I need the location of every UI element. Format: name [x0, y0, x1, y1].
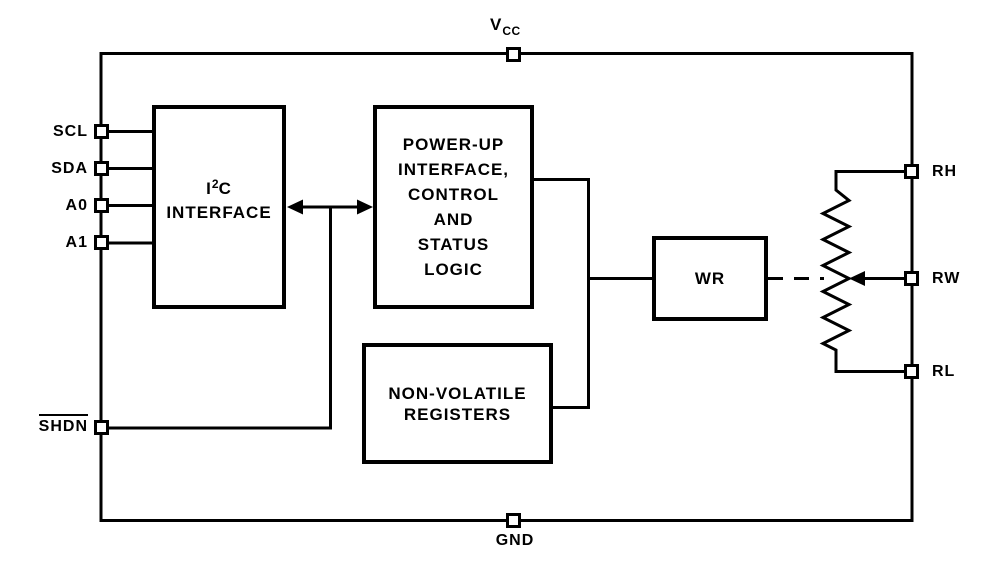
shdn-wire — [108, 207, 332, 430]
gnd-pin — [506, 513, 521, 528]
i2c-interface-block: I2C INTERFACE — [152, 105, 286, 309]
rh-pin — [904, 164, 919, 179]
shdn-pin — [94, 420, 109, 435]
vcc-pin — [506, 47, 521, 62]
resistor-icon — [819, 170, 905, 373]
rl-pin — [904, 364, 919, 379]
bus-arrowhead-right-icon — [357, 199, 373, 215]
rh-pin-label: RH — [932, 163, 958, 180]
sda-pin-label: SDA — [51, 160, 88, 177]
shdn-pin-label: SHDN — [38, 414, 88, 436]
rl-pin-label: RL — [932, 363, 956, 380]
non-volatile-registers-block: NON-VOLATILE REGISTERS — [362, 343, 553, 464]
power-up-line: LOGIC — [424, 260, 483, 279]
scl-pin-label: SCL — [53, 123, 88, 140]
a0-pin-label: A0 — [65, 197, 88, 214]
power-up-line: INTERFACE, — [397, 160, 510, 179]
nvr-line: NON-VOLATILE — [388, 383, 527, 403]
rw-pin-label: RW — [932, 270, 961, 287]
wiper-arrowhead-icon — [849, 271, 865, 286]
gnd-pin-label: GND — [495, 532, 535, 549]
powerup-nvr-wire — [533, 178, 590, 409]
scl-pin — [94, 124, 109, 139]
rw-pin — [904, 271, 919, 286]
power-up-line: STATUS — [417, 235, 490, 254]
bus-arrowhead-left-icon — [287, 199, 303, 215]
a1-pin-label: A1 — [65, 234, 88, 251]
i2c-label: INTERFACE — [166, 202, 272, 222]
power-up-logic-block: POWER-UP INTERFACE, CONTROL AND STATUS L… — [373, 105, 534, 309]
power-up-line: CONTROL — [407, 185, 500, 204]
nvr-line: REGISTERS — [403, 404, 512, 424]
power-up-line: POWER-UP — [402, 135, 505, 154]
i2c-superscript: 2 — [211, 176, 219, 191]
wiper-register-block: WR — [652, 236, 768, 321]
wr-label: WR — [694, 269, 726, 288]
i2c-symbol: I2C — [206, 176, 232, 198]
sda-pin — [94, 161, 109, 176]
a0-pin — [94, 198, 109, 213]
a1-pin — [94, 235, 109, 250]
vcc-subscript: CC — [502, 24, 521, 38]
vcc-pin-label: VCC — [490, 15, 521, 38]
power-up-line: AND — [433, 210, 474, 229]
